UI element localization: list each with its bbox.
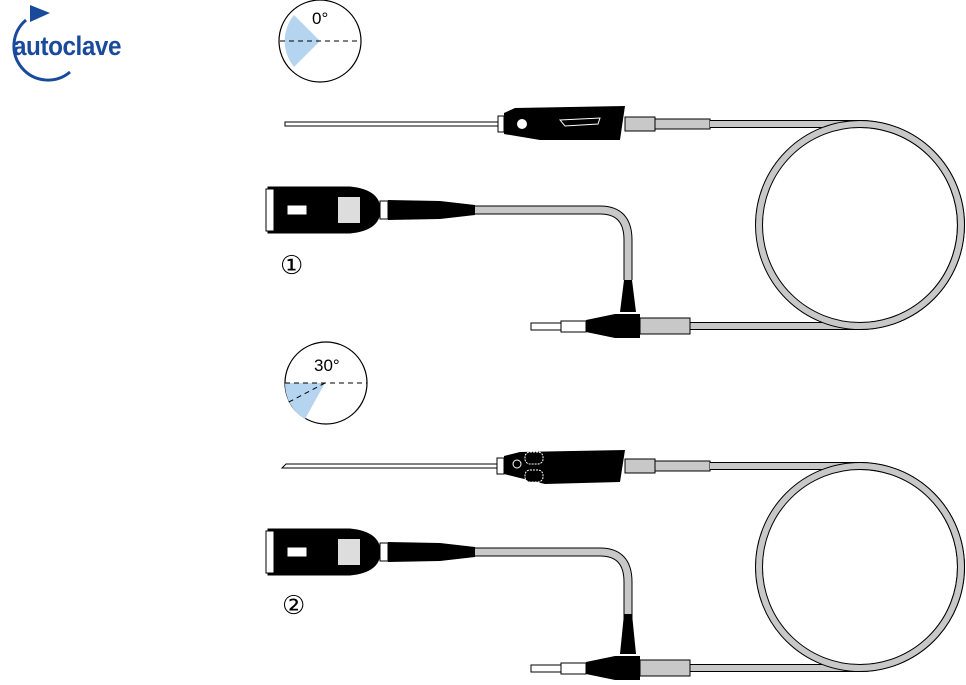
logo-arc xyxy=(12,18,71,82)
instrument-number: ① xyxy=(280,251,303,281)
view-angle-indicator-0: 0° xyxy=(278,0,362,83)
instrument-2: 30° xyxy=(265,341,965,680)
autoclave-logo: autoclave xyxy=(12,5,122,82)
light-connector xyxy=(530,614,691,680)
instrument-1: 0° xyxy=(265,0,965,338)
camera-cable xyxy=(475,205,633,280)
endoscope-handle xyxy=(497,106,711,140)
cable-loop xyxy=(690,462,965,672)
view-angle-indicator-30: 30° xyxy=(284,341,368,425)
logo-text: autoclave xyxy=(13,31,121,61)
light-connector xyxy=(530,280,691,338)
optic-rod xyxy=(284,121,501,127)
camera-cable xyxy=(475,547,633,622)
camera-head xyxy=(265,186,475,234)
angle-label: 0° xyxy=(312,9,328,28)
field-of-view xyxy=(284,383,325,419)
logo-arrow-icon xyxy=(30,5,50,22)
angle-label: 30° xyxy=(314,356,340,375)
endoscope-handle xyxy=(496,450,711,484)
camera-head xyxy=(265,528,475,576)
instrument-number: ② xyxy=(282,591,305,621)
cable-loop xyxy=(690,120,965,330)
optic-rod xyxy=(280,463,501,469)
